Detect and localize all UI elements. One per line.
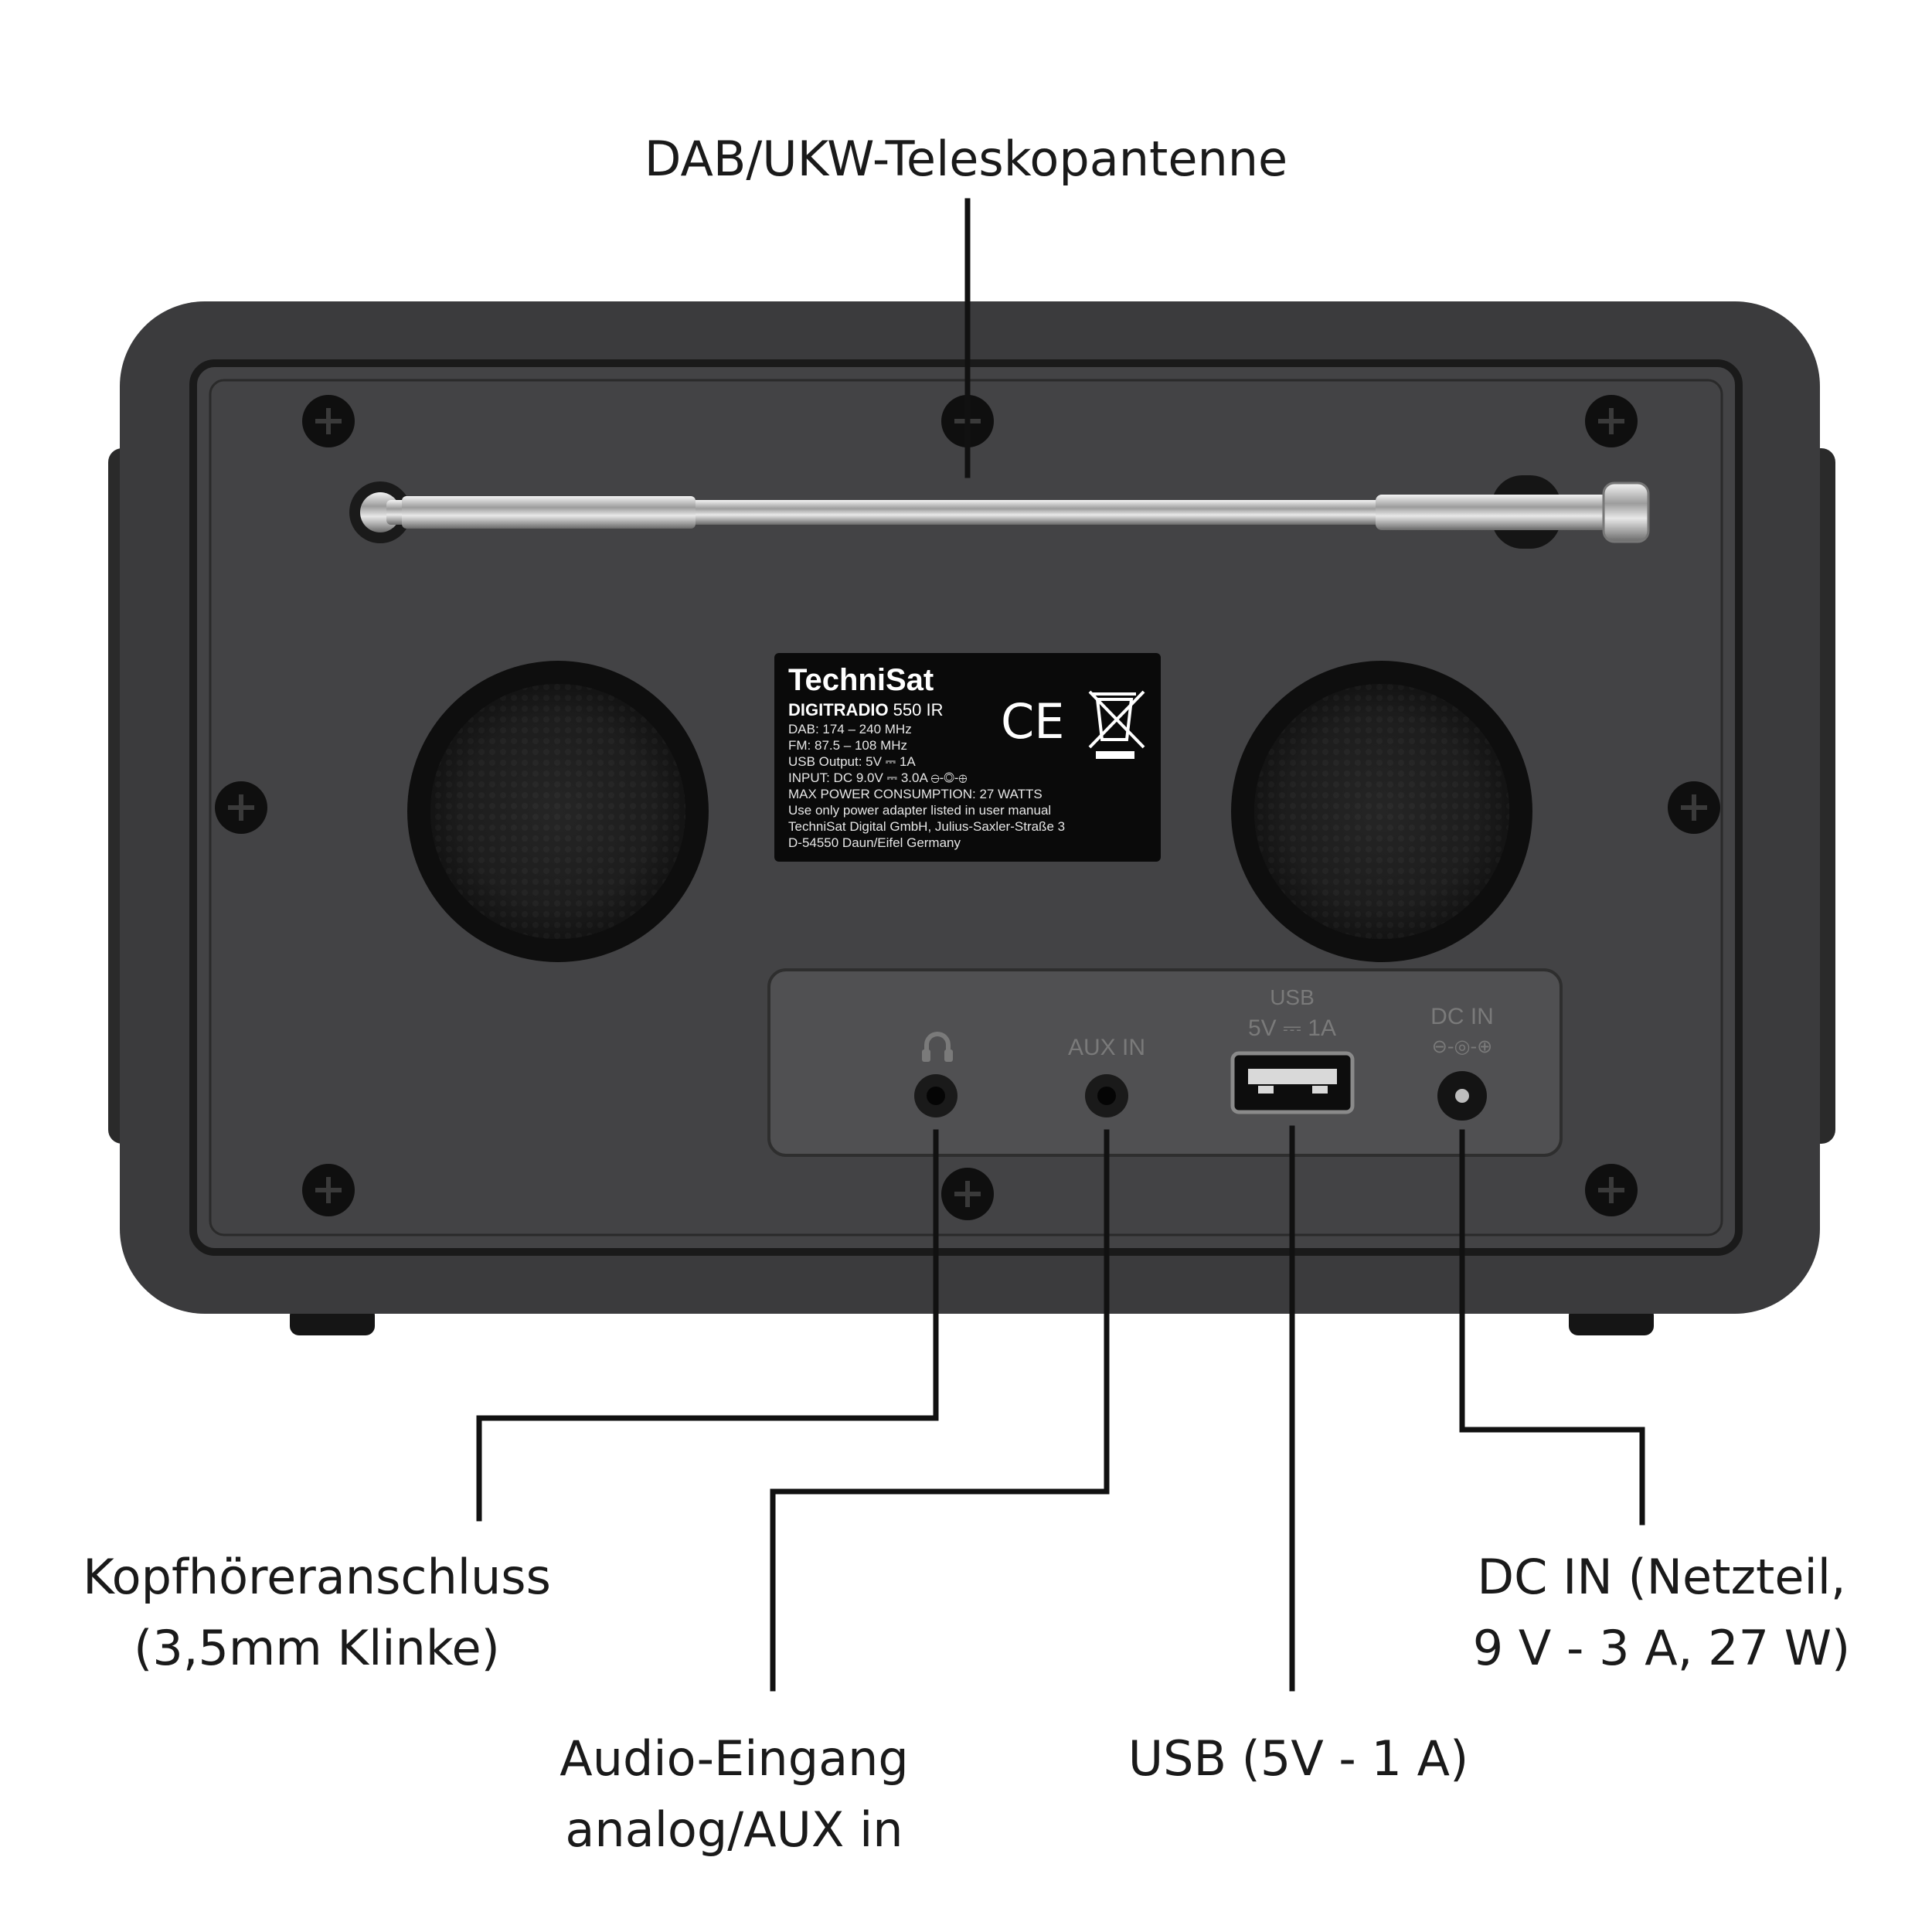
screw-icon bbox=[302, 1164, 355, 1216]
usb-label: USB (5V - 1 A) bbox=[1128, 1730, 1469, 1787]
headphone-label-line1: Kopfhöreranschluss bbox=[83, 1549, 551, 1605]
label-line: D-54550 Daun/Eifel Germany bbox=[788, 835, 961, 850]
screw-icon bbox=[302, 395, 355, 447]
speaker-port-right bbox=[1231, 661, 1532, 962]
headphone-jack[interactable] bbox=[914, 1074, 957, 1117]
rating-label: TechniSat DIGITRADIO 550 IR DAB: 174 – 2… bbox=[774, 653, 1161, 862]
label-line: TechniSat Digital GmbH, Julius-Saxler-St… bbox=[788, 819, 1065, 834]
label-line: MAX POWER CONSUMPTION: 27 WATTS bbox=[788, 787, 1043, 801]
screw-icon bbox=[941, 1168, 994, 1220]
aux-leader bbox=[770, 1129, 1110, 1692]
aux-port-label: AUX IN bbox=[1068, 1035, 1145, 1060]
screw-icon bbox=[1668, 781, 1720, 834]
label-line: Use only power adapter listed in user ma… bbox=[788, 803, 1051, 818]
headphone-leader bbox=[476, 1129, 939, 1522]
dcin-label: DC IN (Netzteil, 9 V - 3 A, 27 W) bbox=[1414, 1542, 1909, 1684]
label-line: USB Output: 5V ⎓ 1A bbox=[788, 754, 916, 769]
label-line: DAB: 174 – 240 MHz bbox=[788, 722, 912, 736]
headphone-label-line2: (3,5mm Klinke) bbox=[134, 1620, 500, 1676]
usb-port[interactable] bbox=[1230, 1051, 1355, 1114]
headphone-icon bbox=[922, 1032, 953, 1062]
dcin-label-line1: DC IN (Netzteil, bbox=[1477, 1549, 1846, 1605]
dcin-leader bbox=[1459, 1129, 1645, 1526]
usb-port-spec: 5V ⎓ 1A bbox=[1248, 1015, 1336, 1041]
label-model-rest: 550 IR bbox=[889, 700, 944, 719]
leader-lines bbox=[476, 198, 1645, 1692]
ce-mark-icon: CE bbox=[1001, 693, 1064, 750]
screw-icon bbox=[1585, 395, 1638, 447]
dcin-label-line2: 9 V - 3 A, 27 W) bbox=[1472, 1620, 1851, 1676]
aux-label: Audio-Eingang analog/AUX in bbox=[495, 1723, 974, 1866]
antenna-label: DAB/UKW-Teleskopantenne bbox=[644, 131, 1288, 187]
headphone-label: Kopfhöreranschluss (3,5mm Klinke) bbox=[46, 1542, 587, 1684]
telescopic-antenna[interactable] bbox=[349, 475, 1650, 549]
aux-label-line2: analog/AUX in bbox=[565, 1801, 903, 1858]
label-line: INPUT: DC 9.0V ⎓ 3.0A ⊖-◎-⊕ bbox=[788, 770, 968, 785]
label-model-bold: DIGITRADIO bbox=[788, 700, 889, 719]
aux-label-line1: Audio-Eingang bbox=[560, 1730, 909, 1787]
dc-polarity-icon: ⊖-◎-⊕ bbox=[1432, 1036, 1492, 1057]
screw-icon bbox=[1585, 1164, 1638, 1216]
label-model: DIGITRADIO 550 IR bbox=[788, 700, 944, 719]
screw-icon bbox=[215, 781, 267, 834]
usb-port-label: USB bbox=[1270, 985, 1315, 1009]
dc-in-socket[interactable] bbox=[1437, 1071, 1487, 1121]
dc-port-label: DC IN bbox=[1430, 1004, 1494, 1029]
label-line: FM: 87.5 – 108 MHz bbox=[788, 738, 907, 753]
label-brand: TechniSat bbox=[788, 663, 934, 697]
weee-bin-icon bbox=[1088, 690, 1145, 759]
aux-jack[interactable] bbox=[1085, 1074, 1128, 1117]
port-panel: AUX IN USB 5V ⎓ 1A DC IN ⊖-◎-⊕ bbox=[767, 968, 1563, 1157]
speaker-port-left bbox=[407, 661, 709, 962]
